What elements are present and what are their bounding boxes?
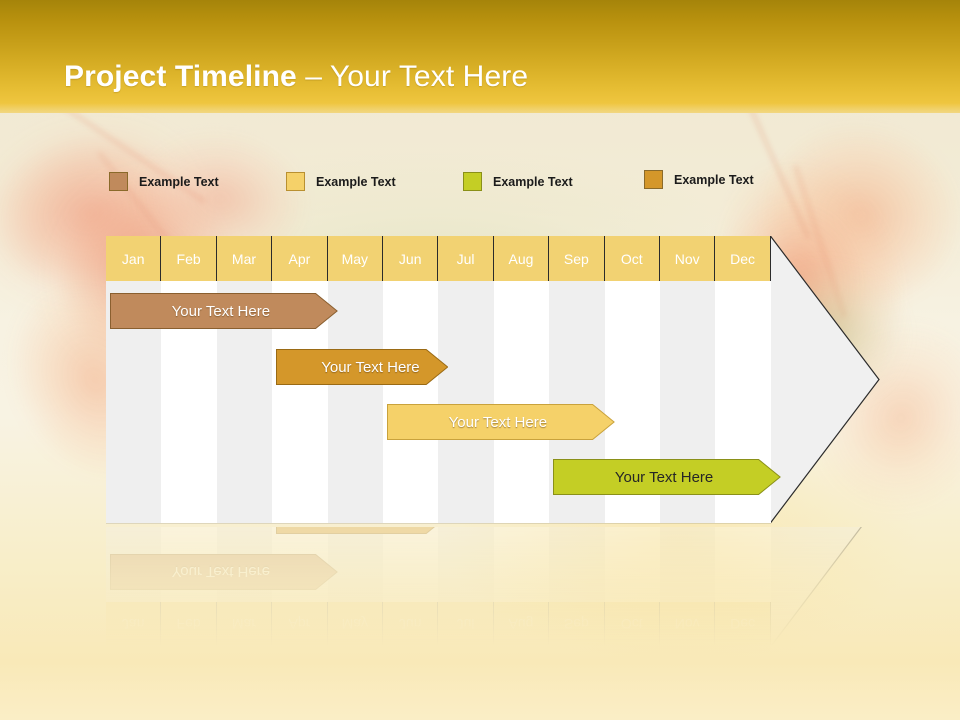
task-arrow-shape-4: [553, 459, 781, 495]
month-header-label: Jun: [398, 250, 422, 267]
legend-swatch-4: [644, 170, 663, 189]
month-header-label: Mar: [231, 250, 257, 267]
task-arrow-shape-2: [276, 349, 449, 385]
legend-label-1: Example Text: [139, 174, 219, 189]
month-header-Aug[interactable]: Aug: [493, 236, 550, 281]
month-column-May: [327, 281, 383, 523]
month-header-Jan[interactable]: Jan: [106, 236, 162, 281]
page-title-bold: Project Timeline: [64, 60, 297, 93]
legend-swatch-2: [286, 172, 305, 191]
page-title-separator: –: [296, 60, 330, 93]
task-label-3: Your Text Here: [448, 413, 548, 431]
month-column-Jun: [383, 281, 439, 523]
month-header-Jun[interactable]: Jun: [383, 236, 439, 281]
timeline-task-bar-1[interactable]: Your Text Here: [110, 293, 338, 329]
month-header-May[interactable]: May: [327, 236, 383, 281]
month-header-label: Oct: [620, 250, 643, 267]
month-header-Apr[interactable]: Apr: [272, 236, 328, 281]
month-column-Jul: [438, 281, 494, 523]
timeline-task-bar-2[interactable]: Your Text Here: [276, 349, 449, 385]
legend-swatch-1: [109, 172, 128, 191]
task-label-1: Your Text Here: [171, 302, 271, 320]
legend-item-4[interactable]: Example Text: [644, 170, 754, 189]
task-label-2: Your Text Here: [321, 358, 420, 376]
month-header-label: Apr: [288, 250, 311, 267]
legend-label-4: Example Text: [674, 172, 754, 187]
month-header-Oct[interactable]: Oct: [604, 236, 660, 281]
month-header-label: Jul: [456, 250, 475, 267]
month-header-Dec[interactable]: Dec: [715, 236, 771, 281]
task-label-4: Your Text Here: [614, 468, 714, 486]
month-header-label: Feb: [176, 250, 201, 267]
month-header-label: Jan: [121, 250, 145, 267]
month-header-Mar[interactable]: Mar: [216, 236, 273, 281]
task-arrow-shape-1: [110, 293, 338, 329]
month-header-Nov[interactable]: Nov: [660, 236, 716, 281]
legend-item-2[interactable]: Example Text: [286, 172, 396, 191]
title-bar: Project Timeline – Your Text Here: [0, 0, 960, 113]
month-header-label: Dec: [730, 250, 756, 267]
month-header-label: Aug: [508, 250, 534, 267]
month-header-label: Sep: [563, 250, 589, 267]
page-title: Project Timeline – Your Text Here: [64, 60, 528, 94]
legend-item-3[interactable]: Example Text: [463, 172, 573, 191]
month-column-Aug: [493, 281, 550, 523]
month-header-Sep[interactable]: Sep: [549, 236, 605, 281]
legend-item-1[interactable]: Example Text: [109, 172, 219, 191]
legend-swatch-3: [463, 172, 482, 191]
month-header-label: Nov: [674, 250, 700, 267]
page-title-light: Your Text Here: [329, 60, 529, 93]
month-header-Feb[interactable]: Feb: [161, 236, 217, 281]
task-arrow-shape-3: [387, 404, 615, 440]
timeline-task-bar-3[interactable]: Your Text Here: [387, 404, 615, 440]
month-header-Jul[interactable]: Jul: [438, 236, 494, 281]
legend-label-2: Example Text: [316, 174, 396, 189]
month-header-label: May: [341, 250, 369, 267]
legend-label-3: Example Text: [493, 174, 573, 189]
timeline-task-bar-4[interactable]: Your Text Here: [553, 459, 781, 495]
